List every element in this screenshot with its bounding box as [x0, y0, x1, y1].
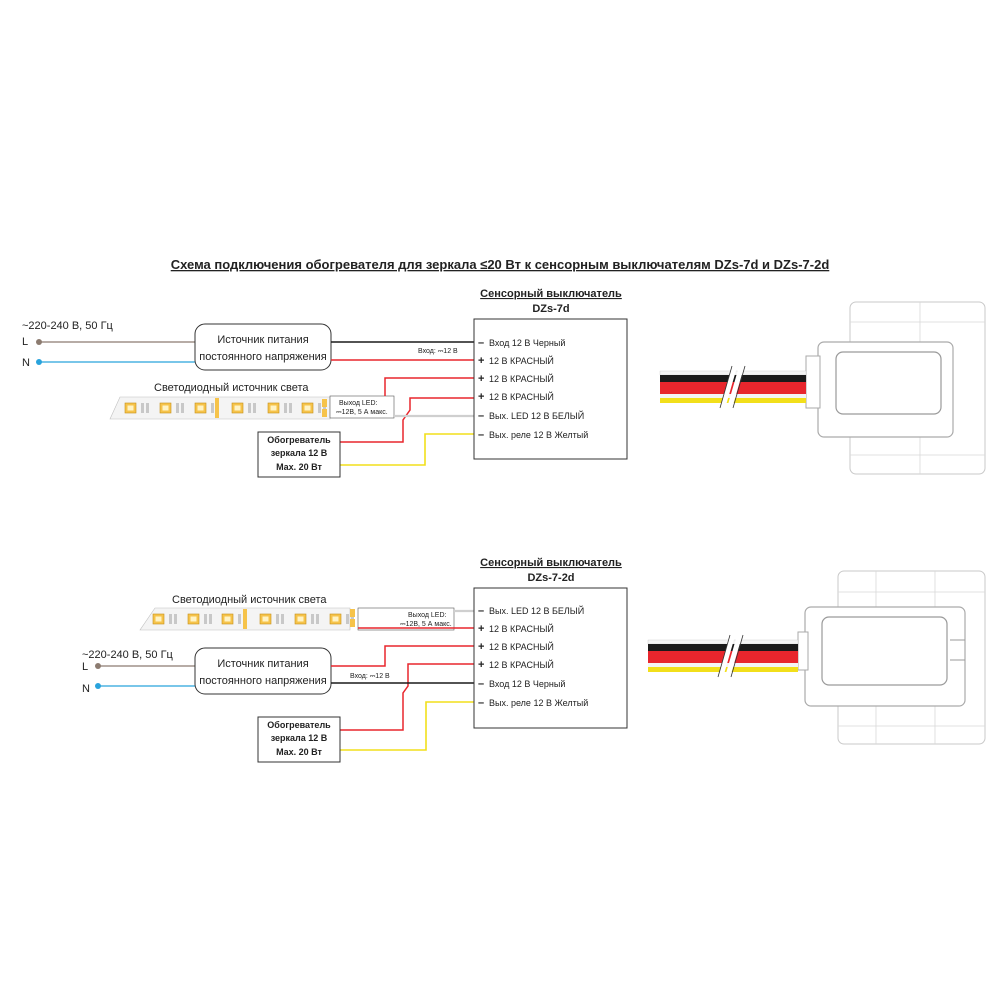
- led-strip-cut-2: [243, 609, 247, 629]
- pin-2-2: + 12 В КРАСНЫЙ: [478, 623, 554, 635]
- input-label-2: Вход: ⎓12 В: [350, 673, 390, 680]
- led-output-spec-1: ⎓12В, 5 А макс.: [336, 409, 388, 416]
- led-pad-minus-1: [322, 409, 327, 417]
- mirror-heater-2: [257, 716, 341, 763]
- diagram-1: Сенсорный выключатель DZs-7d ~220-240 В,…: [22, 288, 986, 478]
- pin-6-1: – Вых. реле 12 В Желтый: [478, 429, 588, 441]
- device-illustration-1: [659, 301, 986, 475]
- svg-text:+: +: [478, 659, 484, 671]
- psu-label-line1-1: Источник питания: [217, 334, 308, 346]
- svg-text:–: –: [478, 678, 484, 690]
- heater-line1-1: Обогреватель: [267, 435, 331, 445]
- svg-text:+: +: [478, 373, 484, 385]
- heater-line3-1: Max. 20 Вт: [276, 462, 322, 472]
- psu-label-line2-1: постоянного напряжения: [199, 351, 327, 363]
- heater-line1-2: Обогреватель: [267, 720, 331, 730]
- svg-text:+: +: [478, 623, 484, 635]
- phase-L-label-2: L: [82, 661, 88, 673]
- device-illustration-2: [647, 570, 986, 745]
- wire-yellow-2: [340, 701, 474, 751]
- svg-text:Вых. реле 12 В Желтый: Вых. реле 12 В Желтый: [489, 698, 588, 708]
- touch-switch-2: [473, 587, 628, 729]
- svg-text:–: –: [478, 410, 484, 422]
- svg-text:12 В КРАСНЫЙ: 12 В КРАСНЫЙ: [489, 391, 554, 402]
- svg-text:12 В КРАСНЫЙ: 12 В КРАСНЫЙ: [489, 373, 554, 384]
- pin-6-2: – Вых. реле 12 В Желтый: [478, 697, 588, 709]
- psu-label-line2-2: постоянного напряжения: [199, 675, 327, 687]
- heater-line2-2: зеркала 12 В: [271, 733, 328, 743]
- mains-voltage-2: ~220-240 В, 50 Гц: [82, 649, 174, 661]
- led-output-label-1: Выход LED:: [339, 400, 378, 407]
- switch-model-1: DZs-7d: [532, 303, 569, 315]
- svg-text:–: –: [478, 697, 484, 709]
- neutral-N-label-1: N: [22, 357, 30, 369]
- svg-text:Вход 12 В Черный: Вход 12 В Черный: [489, 338, 565, 348]
- pin-4-2: + 12 В КРАСНЫЙ: [478, 659, 554, 671]
- led-strip-label-1: Светодиодный источник света: [154, 382, 309, 394]
- led-strip-1: [109, 396, 331, 420]
- diagram-2: Сенсорный выключатель DZs-7-2d Светодиод…: [82, 557, 986, 763]
- mirror-heater-1: [257, 431, 341, 478]
- pin-3-1: + 12 В КРАСНЫЙ: [478, 373, 554, 385]
- led-output-spec-2: ⎓12В, 5 А макс.: [400, 621, 452, 628]
- phase-L-label-1: L: [22, 336, 28, 348]
- heater-line3-2: Max. 20 Вт: [276, 747, 322, 757]
- led-pad-minus-2: [350, 619, 355, 627]
- switch-title-2: Сенсорный выключатель: [480, 557, 622, 569]
- wire-red-psu-2: [331, 645, 474, 667]
- heater-line2-1: зеркала 12 В: [271, 448, 328, 458]
- switch-model-2: DZs-7-2d: [527, 572, 574, 584]
- svg-text:+: +: [478, 391, 484, 403]
- svg-text:Вход 12 В Черный: Вход 12 В Черный: [489, 679, 565, 689]
- svg-text:12 В КРАСНЫЙ: 12 В КРАСНЫЙ: [489, 355, 554, 366]
- led-strip-cut-1: [215, 398, 219, 418]
- pin-5-2: – Вход 12 В Черный: [478, 678, 565, 690]
- svg-text:+: +: [478, 355, 484, 367]
- svg-text:–: –: [478, 337, 484, 349]
- led-output-box-2: [357, 607, 455, 631]
- input-label-1: Вход: ⎓12 В: [418, 348, 458, 355]
- pin-2-1: + 12 В КРАСНЫЙ: [478, 355, 554, 367]
- svg-text:Вых. LED 12 В БЕЛЫЙ: Вых. LED 12 В БЕЛЫЙ: [489, 410, 584, 421]
- svg-text:–: –: [478, 429, 484, 441]
- switch-title-1: Сенсорный выключатель: [480, 288, 622, 300]
- pin-3-2: + 12 В КРАСНЫЙ: [478, 641, 554, 653]
- pin-5-1: – Вых. LED 12 В БЕЛЫЙ: [478, 410, 584, 422]
- pin-1-2: – Вых. LED 12 В БЕЛЫЙ: [478, 605, 584, 617]
- led-pad-plus-2: [350, 609, 355, 617]
- svg-text:Вых. LED 12 В БЕЛЫЙ: Вых. LED 12 В БЕЛЫЙ: [489, 605, 584, 616]
- touch-switch-1: [473, 318, 628, 460]
- pin-1-1: – Вход 12 В Черный: [478, 337, 565, 349]
- power-supply-2: [194, 647, 332, 695]
- svg-text:+: +: [478, 641, 484, 653]
- power-supply-1: [194, 323, 332, 371]
- pin-4-1: + 12 В КРАСНЫЙ: [478, 391, 554, 403]
- led-output-box-1: [329, 395, 395, 419]
- wire-red-heater-2: [340, 663, 474, 731]
- diagram-title: Схема подключения обогревателя для зерка…: [171, 257, 830, 272]
- wire-red-led-1: [384, 377, 474, 396]
- svg-text:–: –: [478, 605, 484, 617]
- led-strip-label-2: Светодиодный источник света: [172, 594, 327, 606]
- svg-text:12 В КРАСНЫЙ: 12 В КРАСНЫЙ: [489, 659, 554, 670]
- svg-text:12 В КРАСНЫЙ: 12 В КРАСНЫЙ: [489, 623, 554, 634]
- led-pad-plus-1: [322, 399, 327, 407]
- neutral-N-label-2: N: [82, 683, 90, 695]
- led-output-label-2: Выход LED:: [408, 612, 447, 619]
- svg-text:12 В КРАСНЫЙ: 12 В КРАСНЫЙ: [489, 641, 554, 652]
- psu-label-line1-2: Источник питания: [217, 658, 308, 670]
- wire-yellow-1: [340, 433, 474, 466]
- mains-voltage-1: ~220-240 В, 50 Гц: [22, 320, 114, 332]
- svg-text:Вых. реле 12 В Желтый: Вых. реле 12 В Желтый: [489, 430, 588, 440]
